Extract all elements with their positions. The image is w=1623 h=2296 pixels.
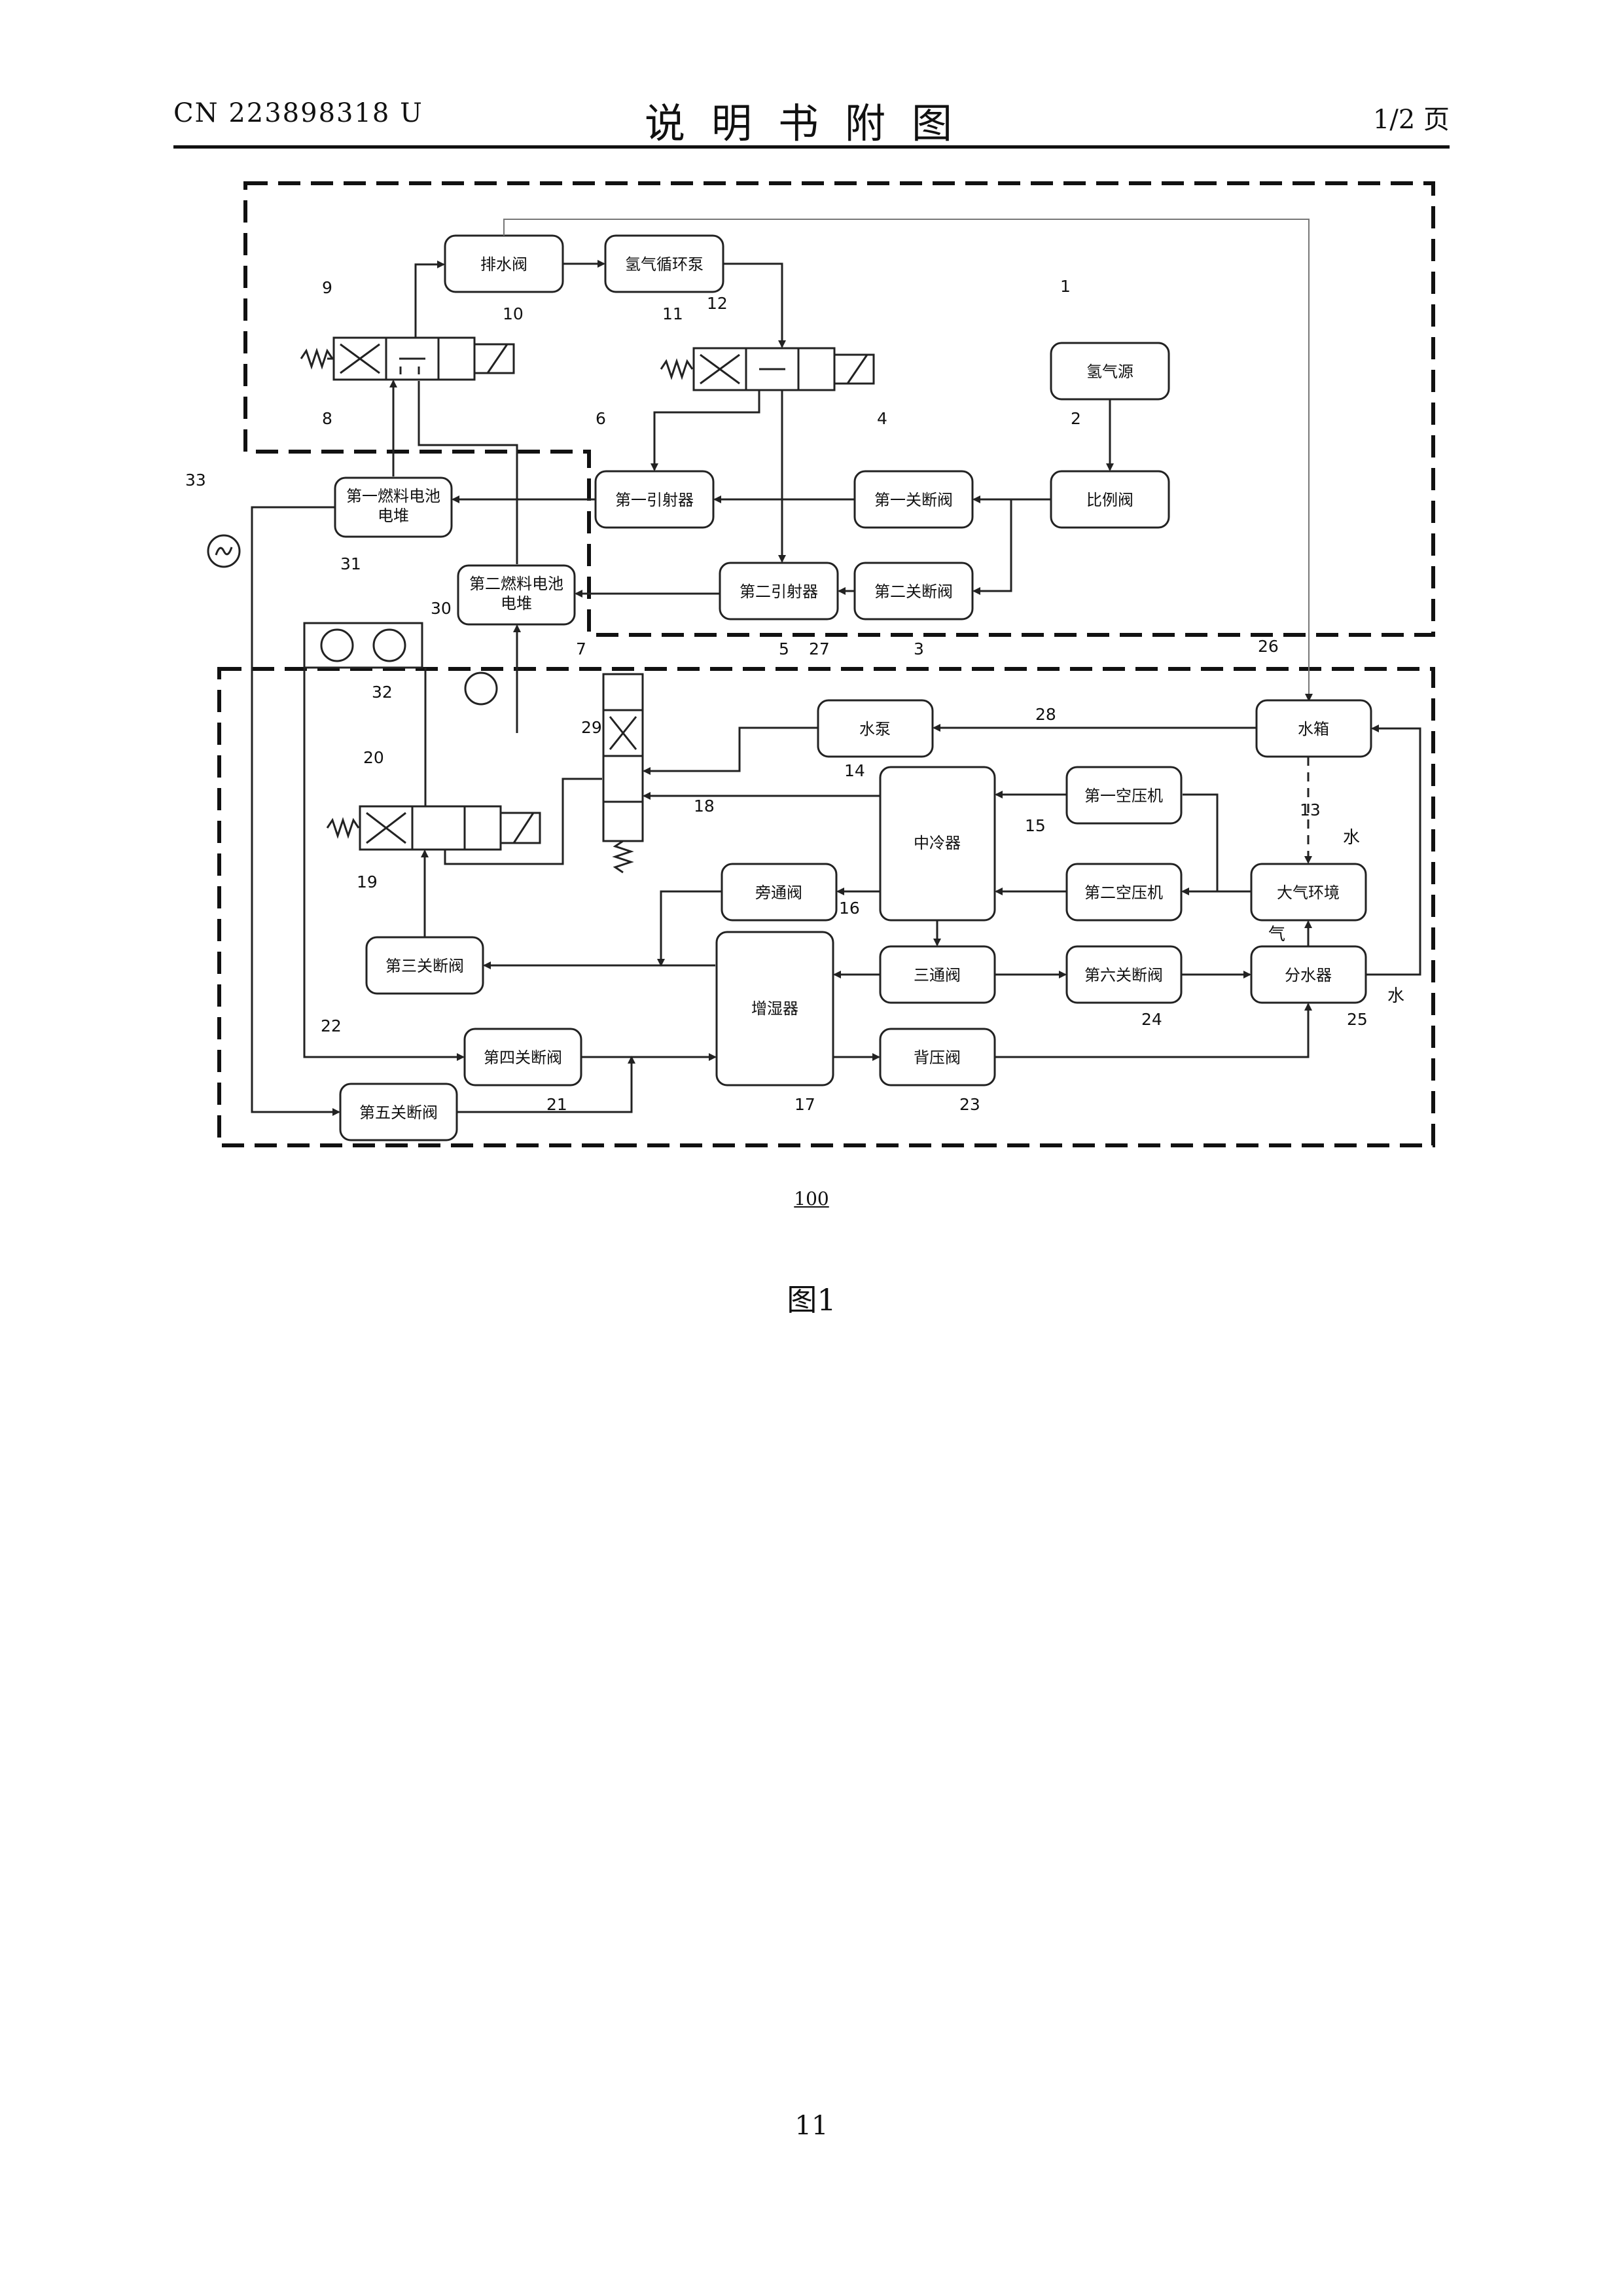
- water-separator-label: 分水器: [1285, 966, 1332, 984]
- drain-valve-label: 排水阀: [480, 255, 527, 274]
- solenoid-valve-20: [327, 806, 540, 850]
- first-ejector-label: 第一引射器: [615, 491, 694, 509]
- first-fuel-cell-stack-label-2: 电堆: [378, 507, 409, 525]
- water-label-right: 水: [1387, 986, 1404, 1006]
- hydrogen-subsystem-boundary: [245, 183, 1433, 635]
- fourth-shutoff-valve-label: 第四关断阀: [484, 1049, 562, 1067]
- second-fuel-cell-stack-label-1: 第二燃料电池: [469, 575, 563, 593]
- num-27: 27: [809, 639, 830, 658]
- num-23: 23: [959, 1095, 980, 1114]
- num-28: 28: [1035, 705, 1056, 724]
- num-15: 15: [1025, 816, 1046, 835]
- hydrogen-recirculation-pump-label: 氢气循环泵: [625, 255, 704, 274]
- num-20: 20: [363, 748, 384, 767]
- num-13: 13: [1300, 800, 1321, 819]
- num-18: 18: [694, 797, 715, 816]
- intercooler-label: 中冷器: [914, 834, 961, 852]
- page-number: 11: [0, 2111, 1623, 2141]
- num-1: 1: [1060, 277, 1071, 296]
- first-shutoff-valve-label: 第一关断阀: [874, 491, 953, 509]
- humidifier-label: 增湿器: [751, 999, 798, 1018]
- second-shutoff-valve-label: 第二关断阀: [874, 583, 953, 601]
- num-25: 25: [1347, 1010, 1368, 1029]
- num-26: 26: [1258, 637, 1279, 656]
- figure-caption: 图1: [0, 1276, 1623, 1319]
- sensor-30: [465, 673, 497, 704]
- num-33: 33: [185, 471, 206, 490]
- second-air-compressor-label: 第二空压机: [1084, 884, 1163, 902]
- num-30: 30: [431, 599, 452, 618]
- num-16: 16: [839, 899, 860, 918]
- num-7: 7: [576, 639, 586, 658]
- num-32: 32: [372, 683, 393, 702]
- atmosphere-label: 大气环境: [1277, 884, 1340, 902]
- num-4: 4: [877, 409, 887, 428]
- solenoid-valve-9: [301, 338, 514, 380]
- first-air-compressor-label: 第一空压机: [1084, 787, 1163, 805]
- num-10: 10: [503, 304, 524, 323]
- num-8: 8: [322, 409, 332, 428]
- sensor-32: [321, 630, 353, 661]
- num-12: 12: [707, 294, 728, 313]
- hydrogen-source-label: 氢气源: [1086, 363, 1133, 381]
- water-label-top: 水: [1343, 828, 1360, 848]
- num-29: 29: [581, 718, 602, 737]
- num-9: 9: [322, 278, 332, 297]
- num-5: 5: [779, 639, 789, 658]
- num-11: 11: [662, 304, 683, 323]
- valve-29: [603, 674, 643, 872]
- num-19: 19: [357, 872, 378, 891]
- first-fuel-cell-stack-label-1: 第一燃料电池: [346, 487, 440, 505]
- num-3: 3: [914, 639, 924, 658]
- num-24: 24: [1141, 1010, 1162, 1029]
- second-ejector-label: 第二引射器: [740, 583, 818, 601]
- reference-number-100: 100: [0, 1188, 1623, 1210]
- water-tank-label: 水箱: [1298, 720, 1329, 738]
- solenoid-valve-12: [661, 348, 874, 390]
- num-22: 22: [321, 1016, 342, 1035]
- gas-label: 气: [1268, 925, 1285, 944]
- num-14: 14: [844, 761, 865, 780]
- three-way-valve-label: 三通阀: [914, 966, 961, 984]
- num-21: 21: [546, 1095, 567, 1114]
- num-2: 2: [1071, 409, 1081, 428]
- num-17: 17: [794, 1095, 815, 1114]
- third-shutoff-valve-label: 第三关断阀: [385, 957, 464, 975]
- second-fuel-cell-stack-label-2: 电堆: [501, 594, 532, 613]
- water-pump-label: 水泵: [859, 720, 891, 738]
- back-pressure-valve-label: 背压阀: [914, 1049, 961, 1067]
- sixth-shutoff-valve-label: 第六关断阀: [1084, 966, 1163, 984]
- proportional-valve-label: 比例阀: [1086, 491, 1133, 509]
- num-6: 6: [596, 409, 606, 428]
- fifth-shutoff-valve-label: 第五关断阀: [359, 1103, 438, 1122]
- bypass-valve-label: 旁通阀: [755, 884, 802, 902]
- num-31: 31: [340, 554, 361, 573]
- sensor-31: [374, 630, 405, 661]
